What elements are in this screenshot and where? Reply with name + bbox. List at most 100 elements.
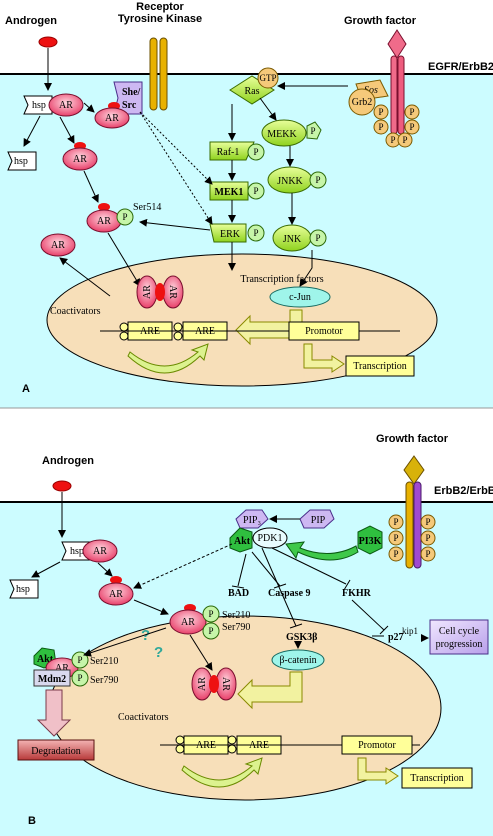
svg-text:AR: AR — [109, 589, 123, 600]
loop-arrow-b — [181, 757, 263, 788]
svg-text:AR: AR — [51, 240, 65, 251]
svg-text:Akt: Akt — [234, 536, 251, 547]
svg-text:kip1: kip1 — [402, 626, 418, 636]
svg-text:AR: AR — [220, 677, 231, 691]
svg-text:P: P — [253, 147, 258, 157]
promotor-b: Promotor — [341, 735, 413, 755]
arrows-a — [23, 48, 348, 297]
coactivators-label-b: Coactivators — [118, 712, 169, 723]
svg-text:PDK1: PDK1 — [257, 533, 282, 544]
panel-a: Androgen Receptor Tyrosine Kinase Growth… — [0, 1, 493, 409]
p27-label: p27 kip1 — [388, 626, 418, 643]
growth-factor-label-a: Growth factor — [344, 15, 417, 27]
svg-text:AR: AR — [142, 285, 153, 299]
grb2-node: Grb2 — [348, 88, 376, 116]
svg-text:Transcription: Transcription — [410, 773, 464, 784]
svg-text:c-Jun: c-Jun — [289, 292, 311, 303]
hsp-ar-complex-a: hsp AR — [23, 93, 84, 117]
svg-text:P: P — [122, 212, 127, 222]
svg-text:P: P — [253, 228, 258, 238]
svg-text:GTP: GTP — [259, 73, 276, 83]
svg-text:P: P — [402, 135, 407, 145]
svg-text:p27: p27 — [388, 632, 404, 643]
svg-text:hsp: hsp — [70, 546, 84, 557]
androgen-b — [52, 480, 72, 492]
svg-text:P: P — [393, 549, 398, 559]
cell-cycle-box: Cell cycle progression — [429, 619, 489, 655]
jnk-node: JNK P — [272, 224, 327, 252]
egfr-receptor — [387, 29, 407, 135]
loop-arrow-a — [127, 343, 209, 374]
panel-letter-a: A — [22, 383, 30, 395]
svg-text:P: P — [77, 673, 82, 683]
ar-phospho-b: AR P P Ser210 Ser790 — [169, 604, 250, 640]
svg-text:AR: AR — [59, 100, 73, 111]
svg-text:AR: AR — [93, 546, 107, 557]
svg-text:ERK: ERK — [220, 229, 241, 240]
svg-text:Src: Src — [122, 100, 137, 111]
svg-text:JNKK: JNKK — [277, 176, 303, 187]
jnkk-node: JNKK P — [267, 166, 327, 194]
svg-text:β-catenin: β-catenin — [279, 655, 316, 666]
svg-text:P: P — [393, 533, 398, 543]
rtk-label-a: Receptor — [136, 1, 184, 13]
transcription-box-b: Transcription — [401, 767, 473, 789]
pi3k-curved-arrow — [285, 541, 359, 561]
svg-text:Ras: Ras — [245, 86, 260, 97]
svg-text:P: P — [409, 107, 414, 117]
svg-text:Akt: Akt — [37, 654, 54, 665]
svg-text:She/: She/ — [122, 87, 141, 98]
erbb-label: ErbB2/ErbB3 — [434, 485, 493, 497]
svg-text:MEKK: MEKK — [267, 129, 297, 140]
svg-text:Promotor: Promotor — [358, 740, 396, 751]
svg-text:AR: AR — [97, 216, 111, 227]
raf1-node: Raf-1 P — [209, 141, 265, 161]
svg-text:P: P — [378, 122, 383, 132]
svg-text:MEK1: MEK1 — [215, 187, 244, 198]
degradation-box: Degradation — [17, 739, 95, 761]
erbb-phosphates: P P P P P P — [388, 514, 436, 562]
svg-text:P: P — [409, 122, 414, 132]
svg-text:P: P — [425, 533, 430, 543]
androgen-label-b: Androgen — [42, 455, 94, 467]
transcription-box-a: Transcription — [345, 355, 415, 377]
bad-label: BAD — [228, 588, 249, 599]
svg-text:Degradation: Degradation — [31, 746, 80, 757]
question-mark-2: ? — [154, 644, 163, 661]
svg-text:Ser790: Ser790 — [90, 675, 118, 686]
ar-dimer-b: AR AR — [191, 667, 237, 701]
ar-bound-a1: AR — [94, 102, 130, 129]
degradation-arrow — [36, 689, 72, 737]
ar-bound-a2: AR — [62, 142, 98, 171]
erbb-receptor — [403, 455, 425, 569]
svg-text:Ser514: Ser514 — [133, 202, 161, 213]
egfr-label: EGFR/ErbB2 — [428, 61, 493, 73]
question-mark-1: ? — [141, 627, 150, 644]
svg-text:P: P — [390, 135, 395, 145]
svg-text:Transcription: Transcription — [353, 361, 407, 372]
svg-text:Raf-1: Raf-1 — [217, 147, 240, 158]
svg-text:AR: AR — [55, 663, 69, 674]
ar-ser514: AR P Ser514 — [86, 202, 161, 233]
erk-node: ERK P — [209, 223, 265, 243]
ar-dimer-a: AR AR — [136, 275, 184, 309]
rtk-receptor — [149, 37, 168, 111]
svg-text:hsp: hsp — [32, 100, 46, 111]
akt-pdk1-complex: Akt PDK1 — [229, 527, 288, 553]
svg-text:progression: progression — [436, 639, 483, 650]
mekk-node: MEKK P — [261, 119, 322, 147]
svg-text:Ser210: Ser210 — [222, 610, 250, 621]
svg-text:hsp: hsp — [16, 584, 30, 595]
ar-free-a: AR — [40, 233, 76, 257]
svg-text:AR: AR — [197, 677, 208, 691]
promotor-a: Promotor — [288, 321, 360, 341]
svg-text:P: P — [393, 517, 398, 527]
growth-factor-label-b: Growth factor — [376, 433, 449, 445]
caspase9-label: Caspase 9 — [268, 588, 311, 599]
svg-text:Ser210: Ser210 — [90, 656, 118, 667]
hsp-free-b: hsp — [9, 579, 39, 599]
svg-text:AR: AR — [73, 154, 87, 165]
akt-ar-mdm2-complex: Akt AR P P Ser210 Ser790 Mdm2 — [33, 647, 118, 687]
svg-text:P: P — [378, 107, 383, 117]
